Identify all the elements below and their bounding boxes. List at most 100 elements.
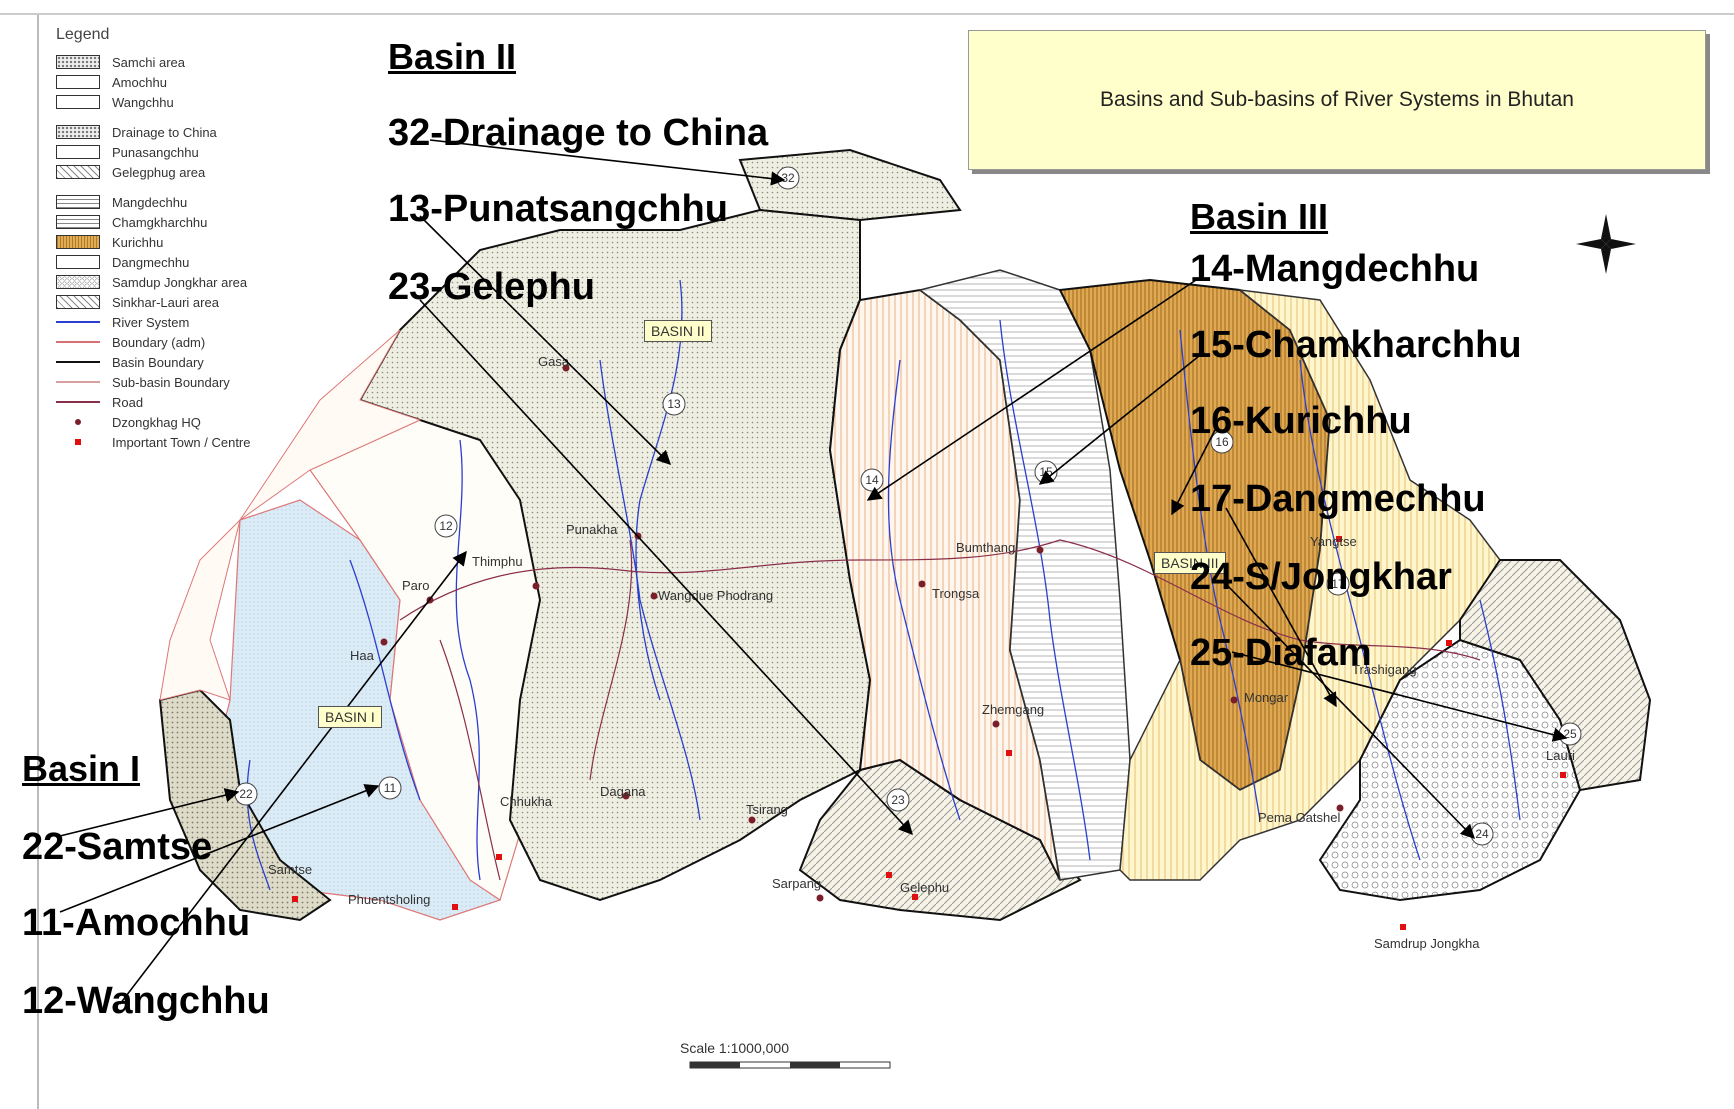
legend-item: Samdup Jongkhar area <box>56 272 326 292</box>
svg-text:Trashigang: Trashigang <box>1352 662 1417 677</box>
svg-text:Wangdue Phodrang: Wangdue Phodrang <box>658 588 773 603</box>
map-title: Basins and Sub-basins of River Systems i… <box>968 30 1706 170</box>
legend-swatch <box>56 55 100 69</box>
legend-swatch <box>56 415 100 429</box>
svg-text:23: 23 <box>891 793 905 807</box>
region-west-outer <box>159 329 422 701</box>
legend-swatch <box>56 275 100 289</box>
legend-label: Sub-basin Boundary <box>112 374 230 390</box>
legend-label: River System <box>112 314 190 330</box>
svg-text:11: 11 <box>384 781 397 795</box>
legend-swatch <box>56 165 100 179</box>
label-mangdechhu: 14-Mangdechhu <box>1190 248 1480 290</box>
legend-item: River System <box>56 312 326 332</box>
svg-text:Punakha: Punakha <box>566 522 618 537</box>
legend-label: Amochhu <box>112 74 167 90</box>
svg-text:24: 24 <box>1475 827 1489 841</box>
svg-text:Gelephu: Gelephu <box>900 880 949 895</box>
legend-swatch <box>56 195 100 209</box>
legend-item: Amochhu <box>56 72 326 92</box>
legend-swatch <box>56 125 100 139</box>
sub-basin-markers: 32 13 12 22 11 23 14 15 16 17 24 25 <box>234 166 1582 846</box>
legend-swatch <box>56 295 100 309</box>
legend-item: Gelegphug area <box>56 162 326 182</box>
legend-label: Boundary (adm) <box>112 334 206 350</box>
legend-item: Boundary (adm) <box>56 332 326 352</box>
scale-label: Scale 1:1000,000 <box>680 1040 789 1056</box>
legend-swatch <box>56 145 100 159</box>
legend-label: Samchi area <box>112 54 185 70</box>
legend-swatch <box>56 255 100 269</box>
label-samtse: 22-Samtse <box>22 826 213 868</box>
legend-label: Basin Boundary <box>112 354 204 370</box>
map-tag-basin-3: BASIN III <box>1154 552 1226 574</box>
legend-swatch <box>56 75 100 89</box>
scale-bar <box>689 1061 891 1069</box>
svg-text:Samtse: Samtse <box>268 862 312 877</box>
label-wangchhu: 12-Wangchhu <box>22 980 270 1022</box>
svg-text:Pema Gatshel: Pema Gatshel <box>1258 810 1340 825</box>
legend-item: Dzongkhag HQ <box>56 412 326 432</box>
legend-label: Samdup Jongkhar area <box>112 274 248 290</box>
legend-item: Road <box>56 392 326 412</box>
river-system <box>246 279 1521 891</box>
label-dangmechhu: 17-Dangmechhu <box>1190 478 1486 520</box>
svg-text:Haa: Haa <box>350 648 375 663</box>
legend-label: Important Town / Centre <box>112 434 251 450</box>
svg-text:32: 32 <box>781 171 795 185</box>
legend-label: Road <box>112 394 144 410</box>
legend-item: Drainage to China <box>56 122 326 142</box>
basin-2-heading: Basin II <box>388 36 517 77</box>
svg-text:Tsirang: Tsirang <box>746 802 788 817</box>
legend-label: Punasangchhu <box>112 144 199 160</box>
label-punatsangchhu: 13-Punatsangchhu <box>388 188 728 230</box>
legend-swatch <box>56 401 100 403</box>
legend-title: Legend <box>56 26 110 43</box>
legend-item: Kurichhu <box>56 232 326 252</box>
svg-text:Gasa: Gasa <box>538 354 570 369</box>
region-punatsangchhu <box>358 208 872 902</box>
legend-swatch <box>56 321 100 323</box>
svg-text:Yangtse: Yangtse <box>1310 534 1357 549</box>
legend-item: Punasangchhu <box>56 142 326 162</box>
dzongkhag-hq-points <box>380 364 1344 902</box>
basin-1-heading: Basin I <box>22 748 141 789</box>
label-amochhu: 11-Amochhu <box>22 902 251 944</box>
svg-text:Mongar: Mongar <box>1244 690 1289 705</box>
legend-label: Wangchhu <box>112 94 174 110</box>
north-arrow-icon <box>1576 214 1636 274</box>
svg-text:12: 12 <box>439 519 453 533</box>
basin-3-heading: Basin III <box>1190 196 1329 237</box>
legend-label: Drainage to China <box>112 124 217 140</box>
svg-text:Phuentsholing: Phuentsholing <box>348 892 430 907</box>
legend-label: Gelegphug area <box>112 164 206 180</box>
label-chamkharchhu: 15-Chamkharchhu <box>1190 324 1522 366</box>
svg-text:Thimphu: Thimphu <box>472 554 523 569</box>
legend-swatch <box>56 235 100 249</box>
region-diafam <box>1459 559 1652 792</box>
svg-text:Sarpang: Sarpang <box>772 876 821 891</box>
legend-swatch <box>56 435 100 449</box>
map-tag-basin-2: BASIN II <box>644 320 712 342</box>
legend-item: Samchi area <box>56 52 326 72</box>
legend-item: Wangchhu <box>56 92 326 112</box>
legend-swatch <box>56 381 100 383</box>
svg-text:Trongsa: Trongsa <box>932 586 980 601</box>
important-town-points <box>292 536 1566 930</box>
legend-item: Sinkhar-Lauri area <box>56 292 326 312</box>
svg-text:25: 25 <box>1563 727 1577 741</box>
svg-text:16: 16 <box>1215 435 1229 449</box>
label-gelephu: 23-Gelephu <box>388 266 595 308</box>
legend-item: Sub-basin Boundary <box>56 372 326 392</box>
label-s-jongkhar: 24-S/Jongkhar <box>1190 556 1452 598</box>
svg-text:Bumthang: Bumthang <box>956 540 1015 555</box>
label-diafam: 25-Diafam <box>1190 632 1372 674</box>
legend-swatch <box>56 215 100 229</box>
place-labels: Gasa Punakha Thimphu Paro Haa Wangdue Ph… <box>268 354 1575 951</box>
svg-text:Lauri: Lauri <box>1546 748 1575 763</box>
region-dangmechhu <box>1119 288 1501 881</box>
svg-text:Paro: Paro <box>402 578 429 593</box>
svg-text:22: 22 <box>239 787 253 801</box>
